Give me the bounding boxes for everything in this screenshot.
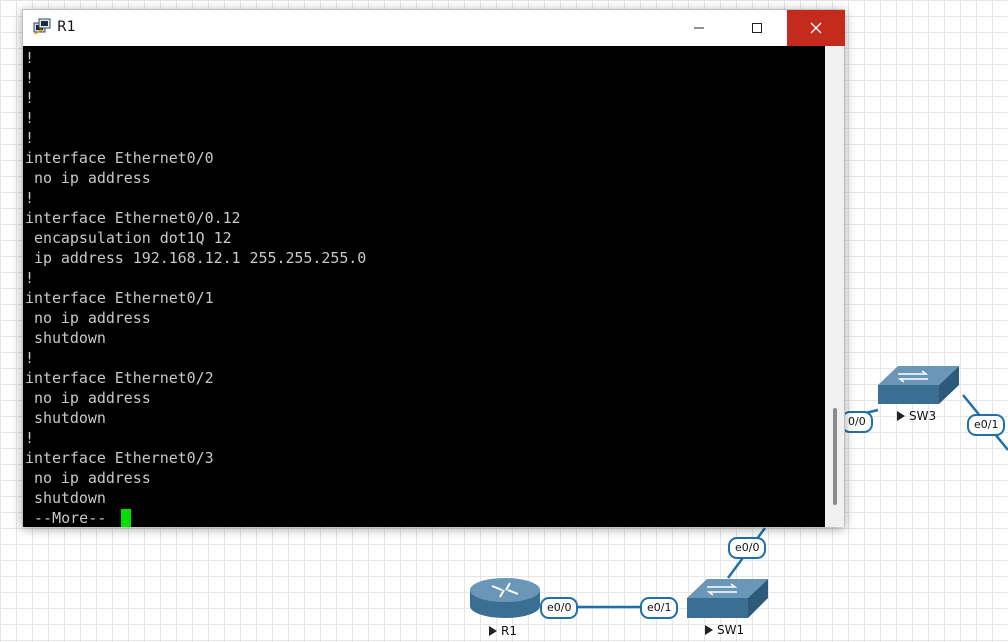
sw1-switch-icon[interactable]	[687, 579, 768, 618]
terminal-cursor	[121, 509, 132, 527]
port-r1-e00[interactable]: e0/0	[540, 597, 579, 619]
terminal-line: shutdown	[25, 329, 106, 347]
terminal-line: !	[25, 189, 34, 207]
close-button[interactable]	[787, 10, 845, 46]
terminal-line: !	[25, 129, 34, 147]
close-icon	[810, 22, 822, 34]
terminal-line: !	[25, 349, 34, 367]
terminal-line: interface Ethernet0/2	[25, 369, 214, 387]
terminal-window[interactable]: R1 ! ! ! ! ! interface Ethernet0/0 no ip…	[22, 9, 845, 527]
terminal-line: no ip address	[25, 469, 151, 487]
terminal-line: encapsulation dot1Q 12	[25, 229, 232, 247]
terminal-line: shutdown	[25, 489, 106, 507]
port-sw3-e00[interactable]: 0/0	[841, 411, 873, 433]
sw3-switch-icon[interactable]	[878, 366, 959, 404]
terminal-line: no ip address	[25, 309, 151, 327]
terminal-line: interface Ethernet0/0	[25, 149, 214, 167]
terminal-scrollbar[interactable]	[825, 46, 844, 527]
more-prompt: --More--	[25, 509, 116, 527]
window-title: R1	[57, 19, 76, 35]
putty-terminal-icon	[33, 18, 51, 35]
play-icon	[489, 626, 497, 636]
terminal-line: !	[25, 269, 34, 287]
terminal-output: ! ! ! ! ! interface Ethernet0/0 no ip ad…	[25, 48, 366, 508]
sw1-label[interactable]: SW1	[705, 623, 744, 637]
play-icon	[897, 411, 905, 421]
port-sw1-e00[interactable]: e0/0	[728, 537, 767, 559]
terminal-line: !	[25, 89, 34, 107]
terminal-line: no ip address	[25, 169, 151, 187]
terminal-line: !	[25, 109, 34, 127]
terminal-line: no ip address	[25, 389, 151, 407]
minimize-button[interactable]	[670, 10, 728, 46]
title-bar[interactable]: R1	[23, 10, 845, 46]
sw3-label[interactable]: SW3	[897, 409, 936, 423]
terminal-line: shutdown	[25, 409, 106, 427]
terminal-line: !	[25, 49, 34, 67]
play-icon	[705, 625, 713, 635]
more-prompt-line: --More--	[25, 508, 132, 527]
minimize-icon	[694, 27, 704, 29]
r1-label[interactable]: R1	[489, 624, 517, 638]
scrollbar-thumb[interactable]	[833, 408, 837, 505]
terminal-line: !	[25, 429, 34, 447]
port-sw3-e01[interactable]: e0/1	[967, 414, 1006, 436]
terminal-line: interface Ethernet0/0.12	[25, 209, 241, 227]
port-sw1-e01[interactable]: e0/1	[640, 597, 679, 619]
terminal-screen[interactable]: ! ! ! ! ! interface Ethernet0/0 no ip ad…	[23, 46, 825, 527]
terminal-line: !	[25, 69, 34, 87]
terminal-line: ip address 192.168.12.1 255.255.255.0	[25, 249, 367, 267]
terminal-line: interface Ethernet0/3	[25, 449, 214, 467]
terminal-line: interface Ethernet0/1	[25, 289, 214, 307]
maximize-icon	[752, 23, 762, 33]
r1-router-icon[interactable]	[470, 578, 540, 618]
maximize-button[interactable]	[728, 10, 786, 46]
